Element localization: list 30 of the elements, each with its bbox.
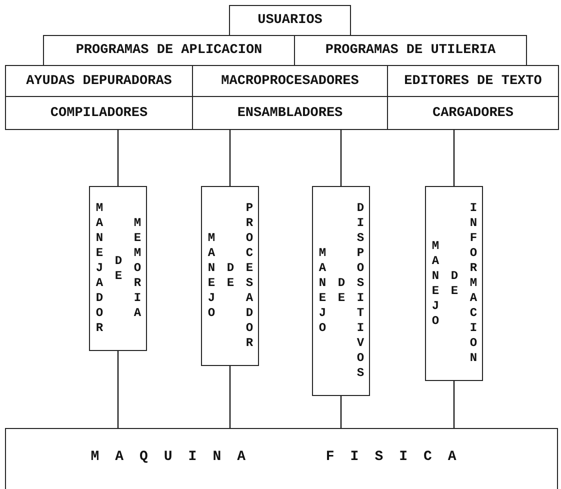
hardware-box	[5, 428, 558, 489]
connector-line	[453, 381, 455, 428]
connector-line	[340, 130, 342, 186]
box-label: PROGRAMAS DE APLICACION	[76, 43, 262, 58]
layer-box	[229, 5, 351, 36]
box-label: MACROPROCESADORES	[221, 74, 359, 88]
connector-line	[229, 366, 231, 428]
layer-box	[387, 96, 559, 130]
box-label: USUARIOS	[258, 13, 322, 28]
vertical-label: MANEJADOR DE MEMORIA	[92, 200, 146, 338]
module-box	[201, 186, 259, 366]
connector-line	[453, 130, 455, 186]
vertical-label: MANEJO DE INFORMACION	[428, 200, 482, 368]
vertical-label: MANEJO DE PROCESADOR	[204, 200, 258, 353]
connector-line	[117, 130, 119, 186]
module-box	[312, 186, 370, 396]
connector-line	[340, 396, 342, 428]
vertical-label: MANEJO DE DISPOSITIVOS	[314, 200, 368, 383]
connector-line	[229, 130, 231, 186]
box-label: PROGRAMAS DE UTILERIA	[325, 43, 496, 58]
box-label: MAQUINA FISICA	[90, 449, 472, 465]
box-label: AYUDAS DEPURADORAS	[26, 74, 172, 88]
module-box	[425, 186, 483, 381]
box-label: COMPILADORES	[50, 106, 148, 120]
box-label: CARGADORES	[432, 106, 514, 120]
box-label: EDITORES DE TEXTO	[404, 74, 542, 88]
connector-line	[117, 351, 119, 428]
module-box	[89, 186, 147, 351]
layer-box	[5, 96, 193, 130]
box-label: ENSAMBLADORES	[237, 106, 343, 120]
